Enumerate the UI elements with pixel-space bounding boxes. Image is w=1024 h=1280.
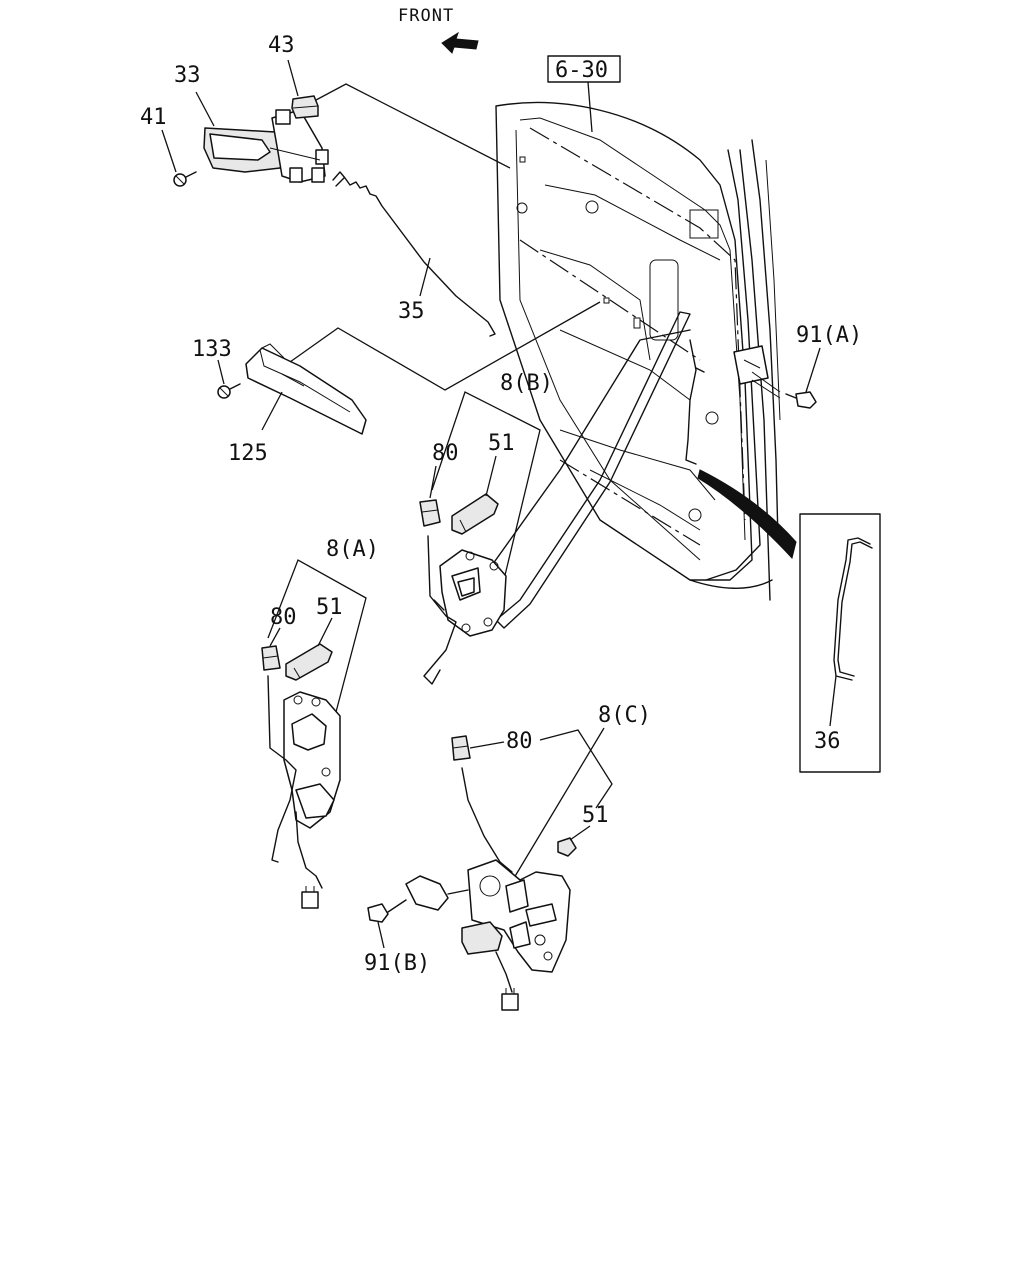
front-label: FRONT <box>398 6 454 26</box>
label-35: 35 <box>398 299 425 324</box>
clip-43 <box>291 95 319 119</box>
lock-8a <box>267 559 367 909</box>
reference-label: 6-30 <box>555 58 608 83</box>
screw-133 <box>217 383 241 399</box>
switch-80b <box>419 499 441 527</box>
label-43: 43 <box>268 33 295 58</box>
rod-35 <box>332 171 496 337</box>
lock-8c <box>405 727 613 1011</box>
label-8a: 8(A) <box>326 537 379 562</box>
label-51b: 51 <box>488 431 515 456</box>
door-panel <box>495 101 753 581</box>
label-33: 33 <box>174 63 201 88</box>
lock-8b <box>423 391 541 685</box>
label-80b: 80 <box>432 441 459 466</box>
label-125: 125 <box>228 441 268 466</box>
label-51a: 51 <box>316 595 343 620</box>
label-80a: 80 <box>270 605 297 630</box>
label-8b: 8(B) <box>500 371 553 396</box>
label-133: 133 <box>192 337 232 362</box>
connector-51c <box>557 837 577 857</box>
label-91b: 91(B) <box>364 951 430 976</box>
label-36: 36 <box>814 729 841 754</box>
reference-lines <box>289 83 601 391</box>
bolt-91a <box>785 391 817 409</box>
label-8c: 8(C) <box>598 703 651 728</box>
lock-rods <box>479 311 705 629</box>
switch-80c <box>451 735 471 761</box>
label-80c: 80 <box>506 729 533 754</box>
leader-80c <box>469 741 505 749</box>
switch-80a <box>261 645 281 671</box>
cover-125 <box>245 343 367 435</box>
label-51c: 51 <box>582 803 609 828</box>
connector-51b <box>451 493 499 535</box>
door-frame <box>689 139 781 601</box>
bolt-91b <box>367 899 407 923</box>
front-arrow-icon <box>441 31 479 54</box>
connector-51a <box>285 643 333 681</box>
detail-pointer <box>697 469 797 560</box>
screw-41 <box>173 171 197 187</box>
label-41: 41 <box>140 105 167 130</box>
reference-box: 6-30 <box>547 55 621 133</box>
detail-box-36 <box>799 513 881 773</box>
leader-lines <box>161 59 837 949</box>
bracket-91a <box>733 345 781 399</box>
label-91a: 91(A) <box>796 323 862 348</box>
inside-handle <box>203 109 329 183</box>
